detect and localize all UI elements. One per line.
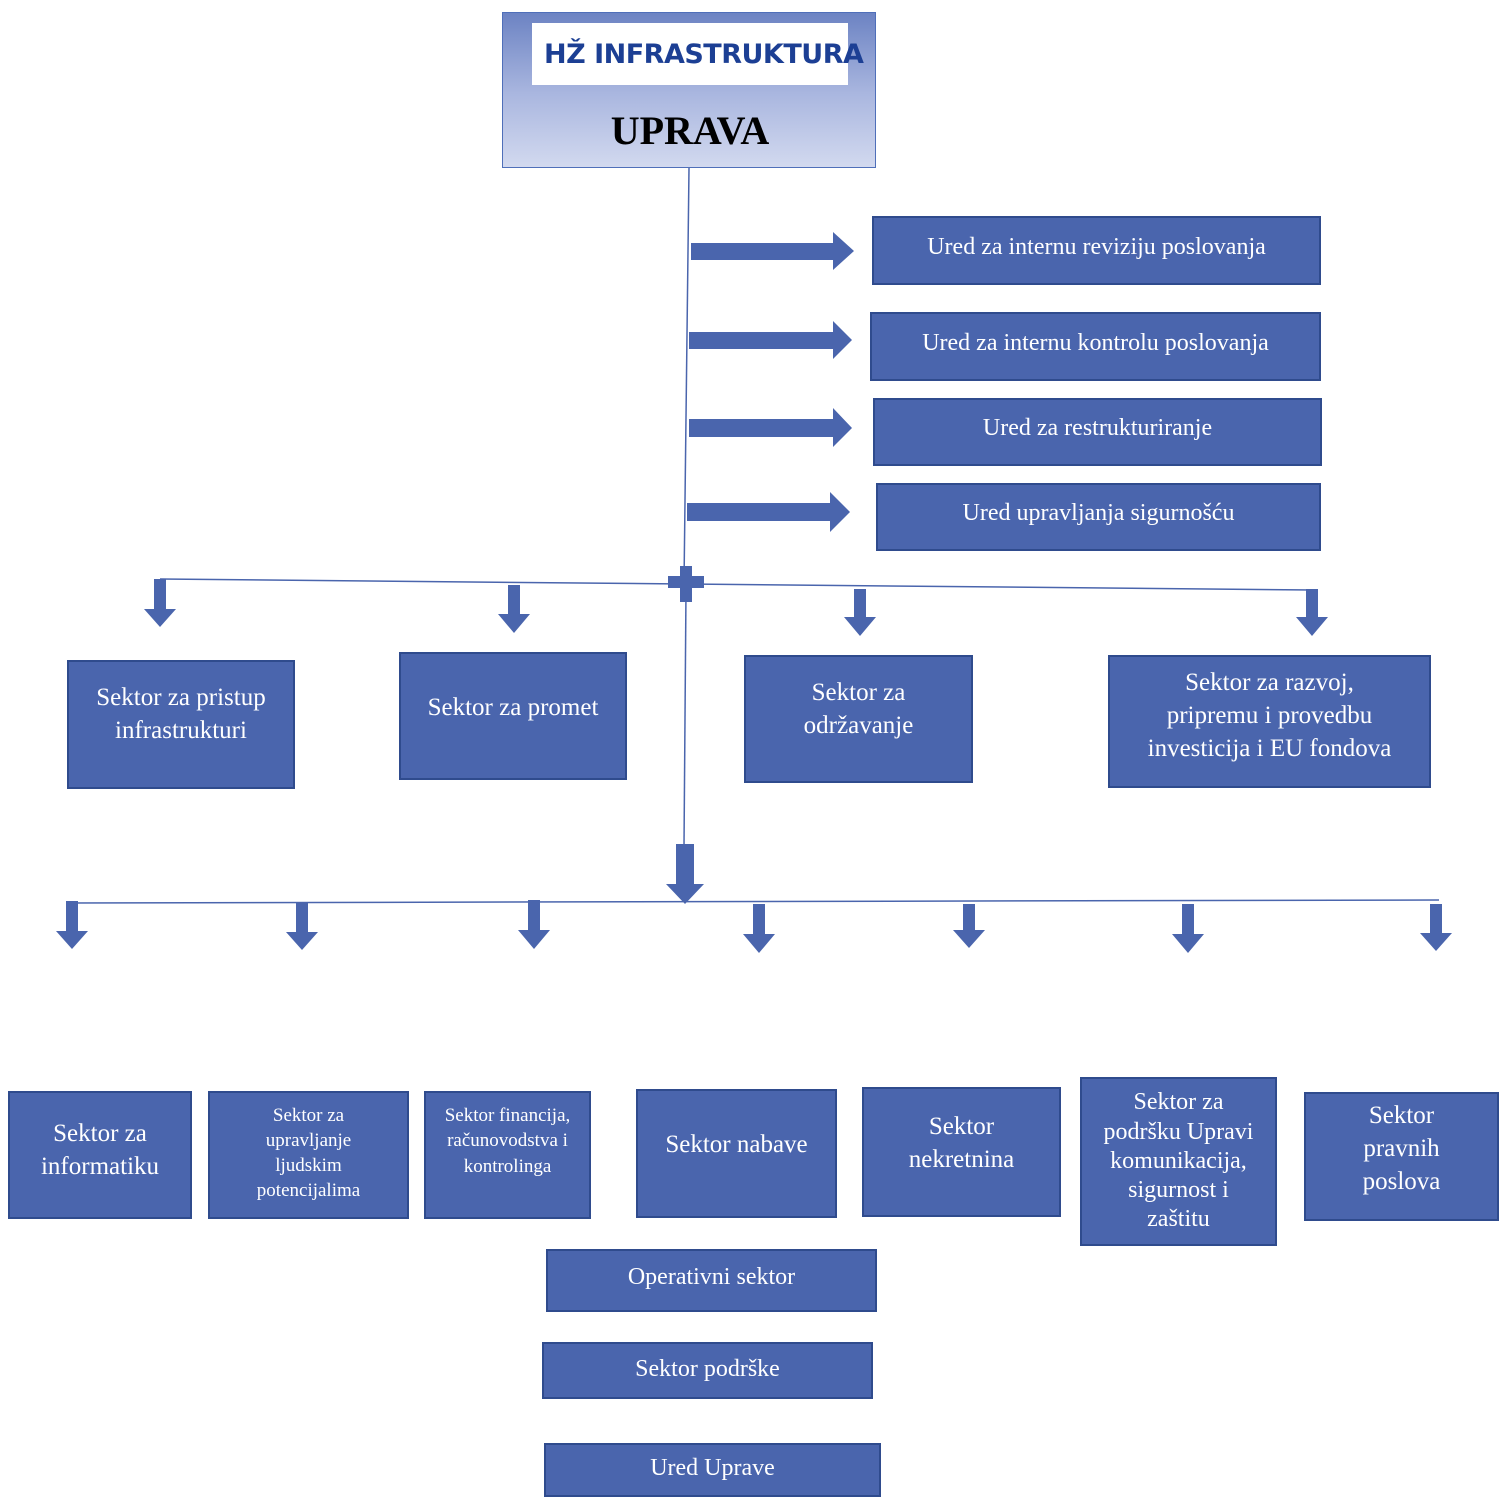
sector-box: Sektor za razvoj, pripremu i provedbu in… bbox=[1108, 655, 1431, 788]
sector-box: Sektor pravnih poslova bbox=[1304, 1092, 1499, 1221]
sector-label-line: Sektor nabave bbox=[665, 1131, 808, 1158]
arrow-right-icon bbox=[689, 408, 852, 447]
sector-label-line: Sektor za pristup bbox=[96, 683, 266, 711]
sector-box: Sektor za pristup infrastrukturi bbox=[67, 660, 295, 789]
office-box: Ured za internu reviziju poslovanja bbox=[872, 216, 1321, 285]
sector-label-line: Sektor za razvoj, bbox=[1185, 669, 1354, 696]
arrow-down-icon bbox=[1172, 904, 1204, 953]
arrow-right-icon bbox=[687, 492, 850, 532]
management-box: HŽ INFRASTRUKTURA UPRAVA bbox=[502, 12, 876, 168]
unit-label: Operativni sektor bbox=[627, 1263, 796, 1290]
arrow-down-icon bbox=[743, 904, 775, 953]
office-box: Ured za internu kontrolu poslovanja bbox=[870, 312, 1321, 381]
office-label: Ured za restrukturiranje bbox=[982, 415, 1213, 441]
unit-label: Ured Uprave bbox=[650, 1455, 775, 1482]
row1-horizontal-line bbox=[159, 578, 1314, 591]
sector-label-line: pravnih bbox=[1363, 1135, 1440, 1162]
sector-label-line: infrastrukturi bbox=[115, 716, 247, 744]
unit-box: Ured Uprave bbox=[544, 1443, 881, 1497]
arrow-down-icon bbox=[498, 585, 530, 633]
arrow-down-icon bbox=[518, 900, 550, 949]
logo-text: HŽ INFRASTRUKTURA bbox=[544, 38, 864, 70]
sector-label-line: Sektor za bbox=[1133, 1089, 1224, 1116]
sector-label-line: podršku Upravi bbox=[1103, 1118, 1254, 1145]
arrow-right-icon bbox=[689, 321, 852, 359]
office-label: Ured za internu kontrolu poslovanja bbox=[922, 330, 1269, 356]
sector-label-line: poslova bbox=[1362, 1168, 1441, 1195]
sector-label-line: Sektor financija, bbox=[444, 1105, 571, 1127]
unit-box: Sektor podrške bbox=[542, 1342, 873, 1399]
sector-label-line: Sektor za bbox=[53, 1120, 147, 1147]
office-label: Ured za internu reviziju poslovanja bbox=[927, 234, 1266, 260]
sector-box: Sektor za podršku Upravi komunikacija, s… bbox=[1080, 1077, 1277, 1246]
arrow-down-icon bbox=[1296, 589, 1328, 636]
arrow-down-icon bbox=[144, 579, 176, 627]
sector-box: Sektor nabave bbox=[636, 1089, 837, 1218]
sector-box: Sektor financija, računovodstva i kontro… bbox=[424, 1091, 591, 1219]
sector-label-line: pripremu i provedbu bbox=[1166, 702, 1373, 729]
sector-box: Sektor za promet bbox=[399, 652, 627, 780]
office-box: Ured upravljanja sigurnošću bbox=[876, 483, 1321, 551]
page-title: UPRAVA bbox=[610, 108, 770, 153]
office-label: Ured upravljanja sigurnošću bbox=[962, 500, 1235, 526]
sector-label-line: komunikacija, bbox=[1110, 1147, 1247, 1174]
sector-label-line: Sektor bbox=[928, 1113, 995, 1140]
sector-label-line: Sektor za bbox=[272, 1104, 345, 1126]
sector-label-line: Sektor za promet bbox=[427, 693, 599, 721]
arrow-down-icon bbox=[56, 901, 88, 949]
trunk-line-top bbox=[683, 167, 690, 585]
sector-label-line: informatiku bbox=[40, 1153, 160, 1180]
row2-horizontal-line bbox=[67, 899, 1440, 904]
arrow-down-icon bbox=[953, 904, 985, 948]
unit-label: Sektor podrške bbox=[635, 1355, 780, 1382]
sector-label-line: investicija i EU fondova bbox=[1147, 735, 1392, 762]
arrow-down-icon bbox=[286, 902, 318, 950]
sector-box: Sektor za informatiku bbox=[8, 1091, 192, 1219]
sector-box: Sektor za upravljanje ljudskim potencija… bbox=[208, 1091, 409, 1219]
sector-label-line: održavanje bbox=[803, 712, 914, 739]
arrow-down-icon bbox=[1420, 904, 1452, 951]
sector-label-line: računovodstva i bbox=[447, 1130, 568, 1152]
arrow-down-icon bbox=[844, 589, 876, 636]
office-box: Ured za restrukturiranje bbox=[873, 398, 1322, 466]
arrow-right-icon bbox=[691, 232, 854, 270]
unit-box: Operativni sektor bbox=[546, 1249, 877, 1312]
sector-label-line: Sektor za bbox=[811, 679, 906, 706]
sector-label-line: potencijalima bbox=[256, 1180, 361, 1202]
sector-label-line: ljudskim bbox=[275, 1155, 342, 1176]
sector-label-line: Sektor bbox=[1368, 1102, 1435, 1129]
sector-label-line: upravljanje bbox=[265, 1129, 352, 1151]
company-logo: HŽ INFRASTRUKTURA bbox=[532, 23, 864, 85]
junction-plus-icon bbox=[668, 566, 704, 602]
sector-label-line: kontrolinga bbox=[463, 1155, 552, 1177]
trunk-line-bottom bbox=[683, 589, 687, 847]
sector-box: Sektor za održavanje bbox=[744, 655, 973, 783]
sector-box: Sektor nekretnina bbox=[862, 1087, 1061, 1217]
sector-label-line: nekretnina bbox=[908, 1146, 1015, 1173]
sector-label-line: sigurnost i bbox=[1128, 1177, 1229, 1204]
sector-label-line: zaštitu bbox=[1147, 1206, 1210, 1233]
arrow-down-icon bbox=[666, 844, 704, 904]
